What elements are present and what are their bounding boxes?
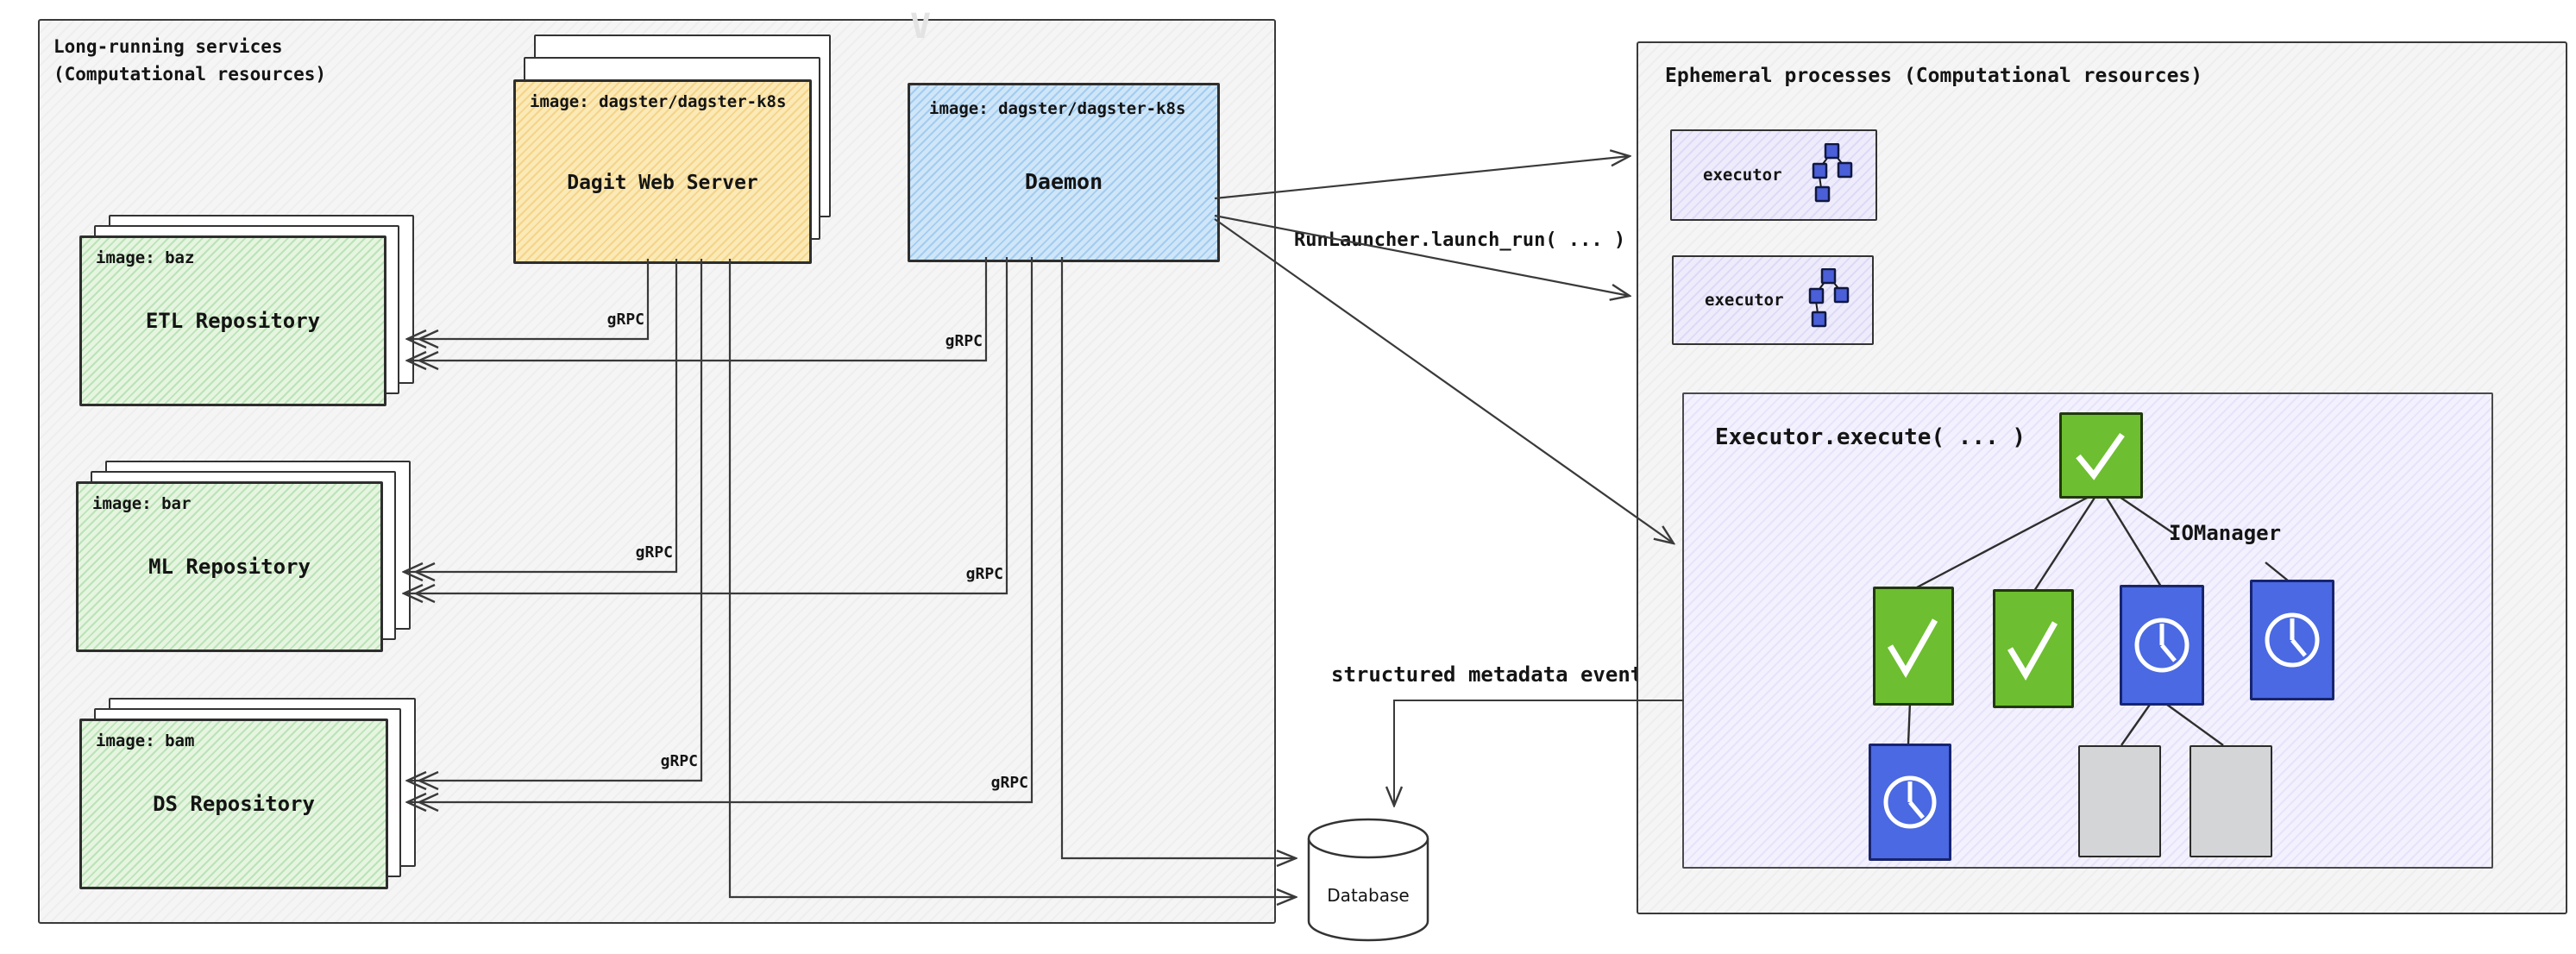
run-launcher-label: RunLauncher.launch_run( ... ) bbox=[1294, 229, 1626, 251]
grpc-label-daemon-ds: gRPC bbox=[990, 774, 1028, 792]
right-panel-title: Ephemeral processes (Computational resou… bbox=[1665, 65, 2203, 87]
dagit-image-label: image: dagster/dagster-k8s bbox=[530, 92, 787, 111]
ds-repo-box: image: bam DS Repository bbox=[79, 719, 388, 889]
ml-repo-name: ML Repository bbox=[148, 555, 311, 579]
step-node-success-l2-2 bbox=[1993, 589, 2074, 708]
executor-box-2: executor bbox=[1672, 255, 1874, 345]
grpc-label-daemon-ml: gRPC bbox=[965, 565, 1003, 583]
ml-repo-box: image: bar ML Repository bbox=[76, 481, 383, 652]
dagit-box: image: dagster/dagster-k8s Dagit Web Ser… bbox=[513, 79, 812, 264]
run-launcher-arrow-1 bbox=[1214, 156, 1630, 200]
etl-repo-box: image: baz ETL Repository bbox=[79, 235, 386, 406]
executor-box-1: executor bbox=[1670, 129, 1877, 221]
step-node-pending-l2-3 bbox=[2120, 585, 2204, 706]
iomanager-label: IOManager bbox=[2169, 521, 2282, 545]
database-cylinder bbox=[1307, 818, 1429, 942]
etl-repo-name: ETL Repository bbox=[145, 309, 321, 333]
dag-graph-icon bbox=[1812, 142, 1853, 209]
executor-execute-title: Executor.execute( ... ) bbox=[1715, 424, 2026, 450]
step-node-pending-l2-4 bbox=[2250, 580, 2334, 700]
daemon-image-label: image: dagster/dagster-k8s bbox=[929, 99, 1186, 118]
left-panel-title-line2: (Computational resources) bbox=[53, 64, 327, 85]
ds-repo-name: DS Repository bbox=[153, 792, 315, 816]
dagit-name: Dagit Web Server bbox=[567, 172, 758, 194]
etl-repo-image-label: image: baz bbox=[96, 248, 195, 267]
dag-graph-icon bbox=[1808, 267, 1850, 334]
ml-repo-image-label: image: bar bbox=[92, 494, 192, 513]
daemon-box: image: dagster/dagster-k8s Daemon bbox=[908, 83, 1220, 262]
background-v-mark: V bbox=[910, 7, 932, 47]
ds-repo-image-label: image: bam bbox=[96, 731, 195, 750]
step-node-success-l2-1 bbox=[1873, 587, 1954, 706]
grpc-label-daemon-etl: gRPC bbox=[945, 332, 983, 350]
grpc-label-dagit-etl: gRPC bbox=[606, 311, 644, 329]
step-node-notstarted-l3-3 bbox=[2190, 745, 2272, 857]
run-launcher-arrow-2 bbox=[1214, 214, 1630, 296]
left-panel-title: Long-running services (Computational reso… bbox=[53, 33, 326, 88]
daemon-name: Daemon bbox=[1024, 168, 1103, 194]
left-panel-title-line1: Long-running services bbox=[53, 36, 283, 57]
grpc-label-dagit-ds: gRPC bbox=[660, 752, 698, 770]
metadata-events-label: structured metadata events bbox=[1331, 662, 1656, 687]
database-label: Database bbox=[1327, 885, 1410, 906]
step-node-pending-l3-1 bbox=[1869, 744, 1951, 861]
executor-2-label: executor bbox=[1705, 291, 1784, 310]
grpc-label-dagit-ml: gRPC bbox=[635, 543, 673, 562]
step-node-success-root bbox=[2059, 412, 2143, 499]
run-launcher-arrow-3 bbox=[1214, 218, 1674, 543]
executor-1-label: executor bbox=[1703, 166, 1782, 185]
step-node-notstarted-l3-2 bbox=[2078, 745, 2161, 857]
